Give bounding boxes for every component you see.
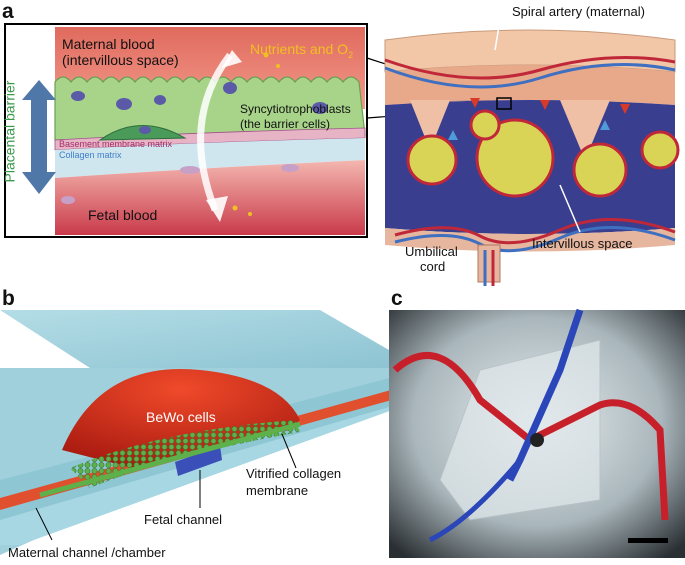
fetal-blood-label: Fetal blood (88, 207, 158, 223)
syncytiotrophoblasts-label: Syncytiotrophoblasts (240, 102, 351, 116)
umbilical-label: Umbilical (405, 244, 458, 259)
cord-label: cord (420, 259, 446, 274)
collagen-matrix-label: Collagen matrix (59, 150, 122, 160)
vitrified-collagen-label: Vitrified collagen (246, 466, 342, 481)
fetal-channel-label: Fetal channel (144, 512, 223, 527)
intervillous-space-label: Intervillous space (532, 236, 633, 251)
nutrients-subscript: 2 (348, 49, 354, 60)
placenta-anatomy (384, 19, 680, 286)
intervillous-space-paren-label: (intervillous space) (62, 52, 179, 68)
panel-c-letter: c (391, 287, 403, 310)
maternal-channel-label: Maternal channel /chamber (8, 545, 166, 560)
barrier-cells-label: (the barrier cells) (240, 117, 331, 131)
nutrients-label: Nutrients and O2 (250, 42, 353, 63)
placental-barrier-label: Placental barrier (1, 80, 18, 183)
scale-bar (628, 538, 668, 543)
basement-membrane-label: Basement membrane matrix (59, 139, 173, 149)
membrane-label: membrane (246, 483, 309, 498)
maternal-blood-label: Maternal blood (62, 36, 155, 52)
spiral-artery-label: Spiral artery (maternal) (512, 4, 645, 19)
inset-box (4, 23, 368, 238)
panel-a-letter: a (2, 0, 14, 23)
placental-barrier-arrow (22, 80, 56, 194)
nutrients-text: Nutrients and O (250, 41, 349, 57)
device-photo (389, 308, 685, 558)
panel-b-letter: b (2, 287, 15, 310)
bewo-cells-label: BeWo cells (146, 409, 216, 425)
